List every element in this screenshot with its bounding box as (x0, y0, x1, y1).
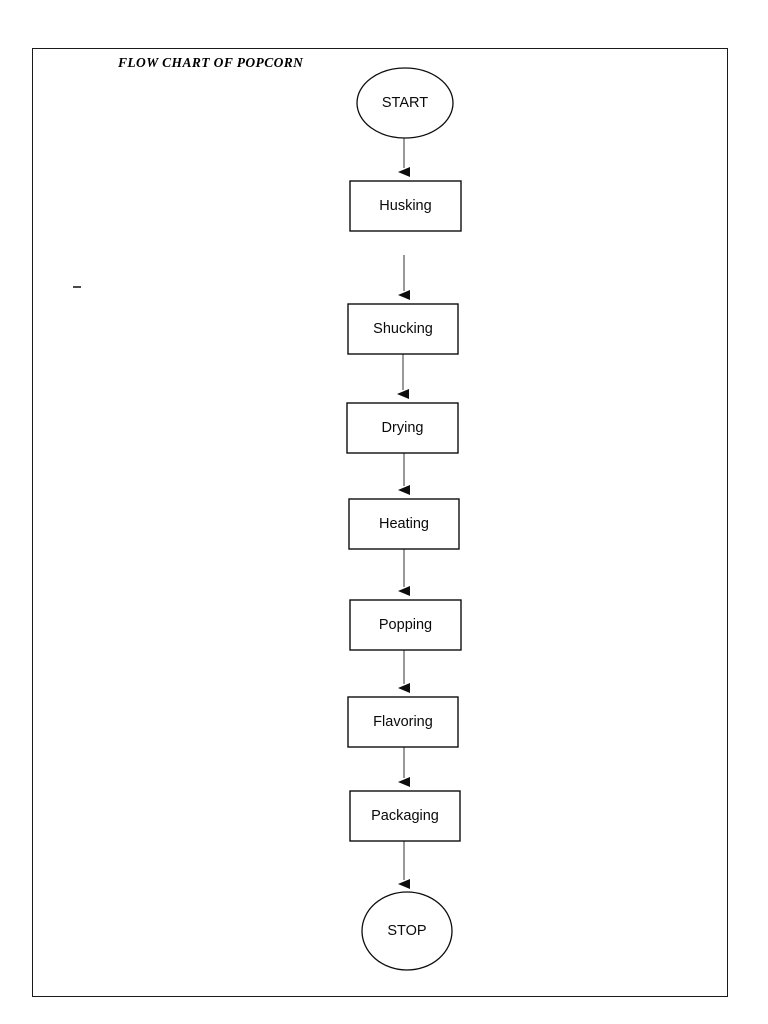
node-label-shucking: Shucking (373, 321, 433, 337)
node-label-flavoring: Flavoring (373, 714, 433, 730)
stray-hyphen-mark (73, 286, 81, 288)
node-label-start: START (381, 95, 429, 111)
node-label-husking: Husking (379, 198, 432, 214)
node-label-drying: Drying (381, 420, 424, 436)
node-label-packaging: Packaging (371, 808, 439, 824)
node-label-popping: Popping (378, 617, 433, 633)
page-title: FLOW CHART OF POPCORN (118, 55, 304, 70)
node-label-heating: Heating (379, 516, 429, 532)
node-label-stop: STOP (387, 923, 427, 939)
